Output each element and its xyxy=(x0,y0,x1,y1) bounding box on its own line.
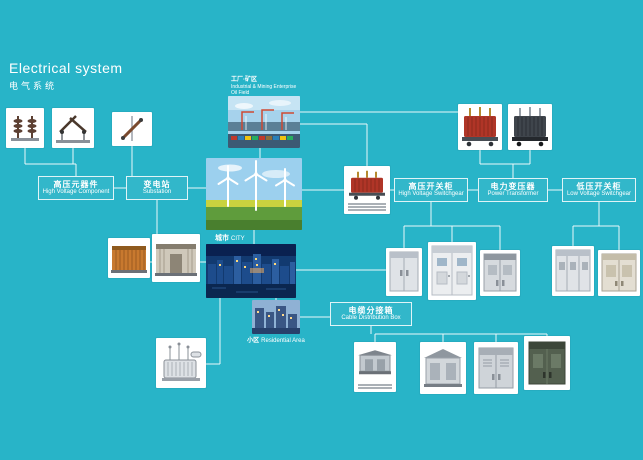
equipment-cable-box-2 xyxy=(420,342,466,394)
city-caption-en: CITY xyxy=(231,236,245,242)
equipment-disconnect-switch xyxy=(52,108,94,148)
equipment-box-substation-1 xyxy=(108,238,150,278)
equipment-cable-box-4 xyxy=(524,336,570,390)
page-title-en: Electrical system xyxy=(9,60,123,76)
switchgear-cabinet-icon xyxy=(555,249,591,292)
cable-box-icon xyxy=(528,341,566,385)
disconnect-switch-icon xyxy=(56,115,90,143)
fuse-cutout-icon xyxy=(121,116,143,141)
cable-box-icon xyxy=(478,347,514,389)
equipment-cable-box-3 xyxy=(474,342,518,394)
node-label-zh: 高压元器件 xyxy=(53,179,99,189)
node-label-en: Cable Distribution Box xyxy=(341,315,401,322)
node-label-zh: 低压开关柜 xyxy=(576,181,622,191)
equipment-transformer-dark xyxy=(508,104,552,150)
wind-farm-photo xyxy=(206,158,302,230)
insulator-icon xyxy=(11,116,39,141)
node-label-lv-switchgear: 低压开关柜 Low Voltage Switchgear xyxy=(562,178,636,202)
node-label-en: High Voltage Switchgear xyxy=(398,191,464,198)
page-title-zh: 电气系统 xyxy=(9,81,58,91)
node-label-hv-component: 高压元器件 High Voltage Component xyxy=(38,176,114,200)
switchgear-cabinet-icon xyxy=(431,245,473,296)
cable-box-icon xyxy=(424,349,462,387)
node-label-en: Substation xyxy=(142,189,172,196)
equipment-box-substation-2 xyxy=(152,234,200,282)
wind-farm-photo-image xyxy=(206,158,302,230)
equipment-switchgear-3 xyxy=(480,250,520,296)
city-photo xyxy=(206,244,296,298)
power-transformer-red-icon xyxy=(462,107,498,147)
node-label-en: Power Transformer xyxy=(487,191,539,198)
page-title: Electrical system 电气系统 xyxy=(9,60,123,92)
prefabricated-substation-icon xyxy=(155,244,197,276)
switchgear-cabinet-icon xyxy=(483,253,517,292)
node-label-power-transformer: 电力变压器 Power Transformer xyxy=(478,178,548,202)
equipment-transformer-red xyxy=(458,104,502,150)
equipment-switchgear-2 xyxy=(428,242,476,300)
industrial-caption-zh: 工厂·矿区 xyxy=(231,77,257,83)
node-label-zh: 电缆分接箱 xyxy=(348,305,394,315)
residential-caption-en: Residential Area xyxy=(261,338,305,344)
node-label-cable-distribution-box: 电缆分接箱 Cable Distribution Box xyxy=(330,302,412,326)
industrial-area-photo xyxy=(228,96,300,148)
oil-transformer-drawing-icon xyxy=(162,342,202,381)
industrial-caption: 工厂·矿区 Industrial & Mining Enterprise Oil… xyxy=(231,77,303,96)
equipment-hv-insulator xyxy=(6,108,44,148)
residential-caption-zh: 小区 xyxy=(247,338,260,344)
industrial-photo-image xyxy=(228,96,300,148)
industrial-caption-en: Industrial & Mining Enterprise Oil Field xyxy=(231,84,297,97)
equipment-switchgear-1 xyxy=(386,248,422,296)
node-label-zh: 电力变压器 xyxy=(490,181,536,191)
power-transformer-dark-icon xyxy=(512,107,548,147)
equipment-drop-out-fuse xyxy=(112,112,152,146)
switchgear-cabinet-icon xyxy=(601,253,637,292)
node-label-substation: 变电站 Substation xyxy=(126,176,188,200)
node-label-en: Low Voltage Switchgear xyxy=(566,191,632,198)
node-label-en: High Voltage Component xyxy=(42,189,110,196)
switchgear-cabinet-icon xyxy=(389,251,419,292)
equipment-cable-box-1 xyxy=(354,342,396,392)
caption-lines xyxy=(347,202,387,213)
residential-area-photo xyxy=(252,300,300,334)
node-label-hv-switchgear: 高压开关柜 High Voltage Switchgear xyxy=(394,178,468,202)
oil-transformer-icon xyxy=(349,170,385,200)
equipment-oil-transformer-red xyxy=(344,166,390,214)
caption-lines xyxy=(357,383,393,391)
equipment-switchgear-5 xyxy=(598,250,640,296)
city-photo-image xyxy=(206,244,296,298)
equipment-switchgear-4 xyxy=(552,246,594,296)
node-label-zh: 高压开关柜 xyxy=(408,181,454,191)
equipment-oil-transformer-drawing xyxy=(156,338,206,388)
box-substation-icon xyxy=(111,246,147,273)
residential-photo-image xyxy=(252,300,300,334)
node-label-zh: 变电站 xyxy=(143,179,171,189)
cable-box-icon xyxy=(358,350,392,375)
city-caption-zh: 城市 xyxy=(215,235,229,242)
